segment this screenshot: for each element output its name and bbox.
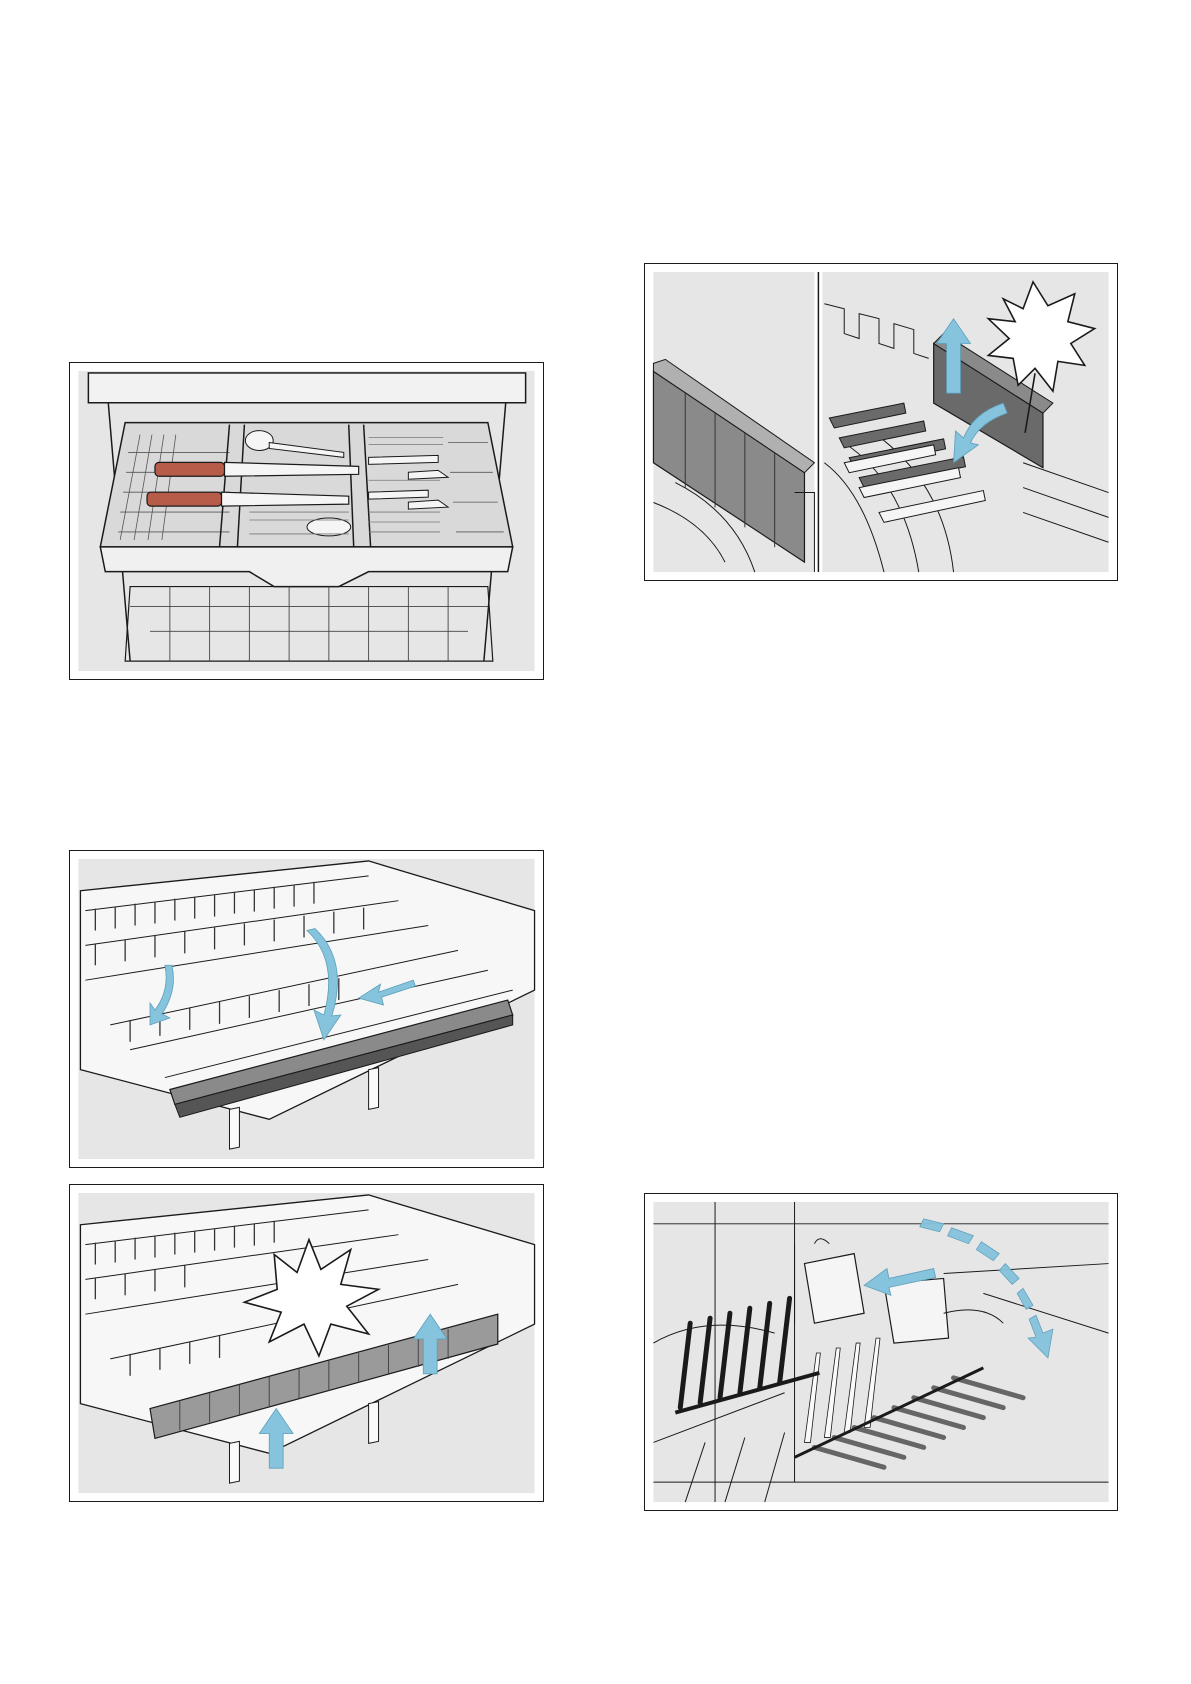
spikes-click-illustration: [645, 264, 1117, 580]
fold-down-arrows-illustration: [70, 851, 543, 1167]
glass-holder-figure: [644, 1193, 1118, 1511]
fold-down-figure: [69, 850, 544, 1168]
cutlery-drawer-illustration: [70, 363, 543, 679]
cutlery-drawer-figure: [69, 362, 544, 680]
rack-spikes-figure: [644, 263, 1118, 581]
fold-up-figure: [69, 1184, 544, 1502]
holder-swing-illustration: [645, 1194, 1117, 1510]
fold-up-click-illustration: [70, 1185, 543, 1501]
